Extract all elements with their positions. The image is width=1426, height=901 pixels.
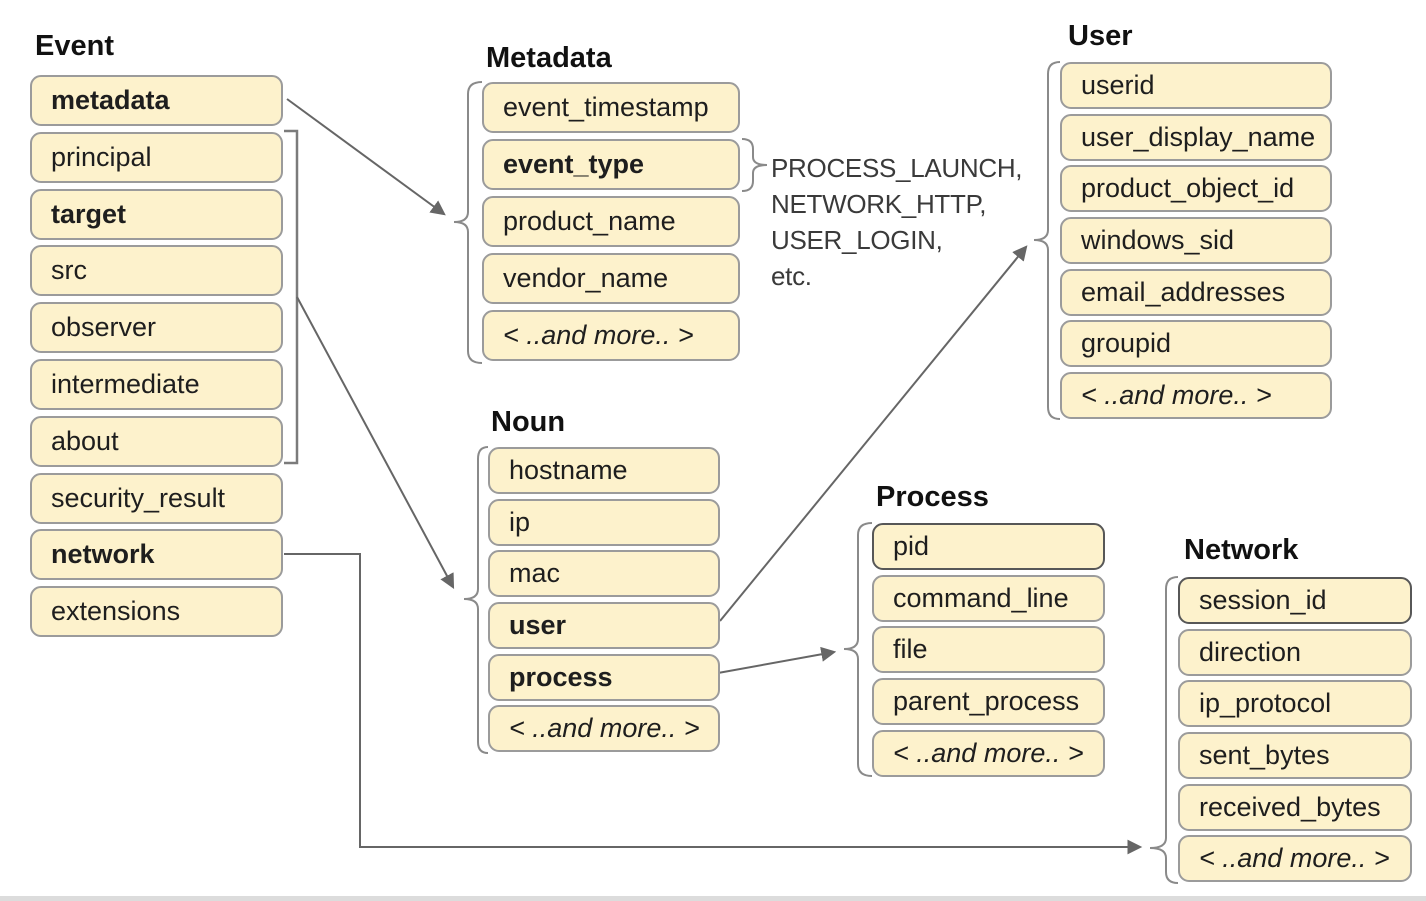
network-field-received-bytes: received_bytes <box>1178 783 1412 831</box>
user-group-title: User <box>1068 20 1133 52</box>
event-field-metadata: metadata <box>30 75 283 126</box>
noun-field-mac: mac <box>488 550 720 598</box>
process-field-pid: pid <box>872 523 1105 570</box>
user-field-userid: userid <box>1060 62 1332 109</box>
metadata-field-product-name: product_name <box>482 196 740 247</box>
user-brace <box>1033 61 1061 420</box>
network-group: session_id direction ip_protocol sent_by… <box>1178 577 1412 883</box>
user-field-groupid: groupid <box>1060 320 1332 368</box>
bracket-to-noun-arrow <box>296 296 455 589</box>
process-field-command-line: command_line <box>872 574 1105 622</box>
metadata-group: event_timestamp event_type product_name … <box>482 82 740 361</box>
metadata-field-event-type: event_type <box>482 139 740 190</box>
network-group-title: Network <box>1184 534 1299 566</box>
noun-field-hostname: hostname <box>488 447 720 494</box>
event-field-target: target <box>30 188 283 240</box>
event-field-security-result: security_result <box>30 472 283 524</box>
event-type-brace <box>741 138 768 192</box>
network-field-sent-bytes: sent_bytes <box>1178 732 1412 780</box>
noun-field-and-more: < ..and more.. > <box>488 705 720 753</box>
user-field-windows-sid: windows_sid <box>1060 217 1332 265</box>
principal-about-bracket <box>284 129 299 465</box>
event-type-value-line: PROCESS_LAUNCH, <box>771 153 1023 183</box>
event-field-network: network <box>30 529 283 581</box>
event-field-principal: principal <box>30 131 283 183</box>
network-field-direction: direction <box>1178 628 1412 676</box>
event-type-value-line: USER_LOGIN, <box>771 225 943 255</box>
noun-field-ip: ip <box>488 498 720 546</box>
metadata-field-and-more: < ..and more.. > <box>482 310 740 361</box>
event-group-title: Event <box>35 30 114 62</box>
noun-field-user: user <box>488 602 720 650</box>
metadata-to-metadata-arrow <box>286 98 446 216</box>
event-field-about: about <box>30 415 283 467</box>
process-field-file: file <box>872 626 1105 674</box>
event-field-intermediate: intermediate <box>30 358 283 410</box>
process-field-parent-process: parent_process <box>872 678 1105 726</box>
event-type-values: PROCESS_LAUNCH, NETWORK_HTTP, USER_LOGIN… <box>771 150 1023 294</box>
user-field-and-more: < ..and more.. > <box>1060 372 1332 420</box>
network-field-and-more: < ..and more.. > <box>1178 835 1412 883</box>
network-field-ip-protocol: ip_protocol <box>1178 680 1412 728</box>
event-field-src: src <box>30 245 283 297</box>
user-field-email-addresses: email_addresses <box>1060 268 1332 316</box>
network-brace <box>1149 576 1179 884</box>
noun-process-to-process-arrow <box>717 646 837 674</box>
event-field-observer: observer <box>30 302 283 354</box>
event-group: metadata principal target src observer i… <box>30 75 283 638</box>
user-group: userid user_display_name product_object_… <box>1060 62 1332 420</box>
noun-group-title: Noun <box>491 406 566 438</box>
process-brace <box>843 522 873 777</box>
noun-brace <box>463 446 489 754</box>
event-type-value-line: NETWORK_HTTP, <box>771 189 987 219</box>
metadata-field-event-timestamp: event_timestamp <box>482 82 740 133</box>
noun-field-process: process <box>488 653 720 701</box>
metadata-group-title: Metadata <box>486 42 612 74</box>
event-type-value-line: etc. <box>771 261 812 291</box>
process-group-title: Process <box>876 481 989 513</box>
noun-group: hostname ip mac user process < ..and mor… <box>488 447 720 753</box>
process-group: pid command_line file parent_process < .… <box>872 523 1105 777</box>
event-field-extensions: extensions <box>30 586 283 638</box>
metadata-field-vendor-name: vendor_name <box>482 253 740 304</box>
page-bottom-divider <box>0 896 1426 901</box>
user-field-product-object-id: product_object_id <box>1060 165 1332 213</box>
process-field-and-more: < ..and more.. > <box>872 729 1105 777</box>
network-field-session-id: session_id <box>1178 577 1412 624</box>
metadata-brace <box>453 81 483 364</box>
user-field-user-display-name: user_display_name <box>1060 113 1332 161</box>
